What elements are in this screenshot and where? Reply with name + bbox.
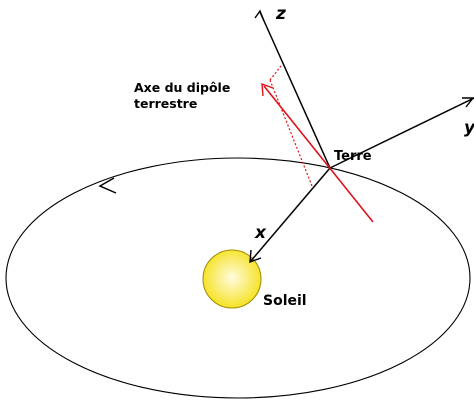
x-axis — [250, 168, 330, 262]
x-axis-label: x — [254, 223, 267, 243]
z-axis-label: z — [275, 4, 286, 24]
dipole-axis-label-line1: Axe du dipôle — [134, 80, 230, 95]
z-axis-arrowhead — [255, 11, 264, 21]
sun-label: Soleil — [263, 293, 307, 309]
dipole-projection-vertical — [270, 80, 312, 186]
dipole-axis-label-line2: terrestre — [134, 96, 197, 111]
earth-label: Terre — [334, 149, 372, 164]
y-axis-label: y — [464, 118, 474, 138]
dipole-projection-top — [270, 66, 281, 80]
